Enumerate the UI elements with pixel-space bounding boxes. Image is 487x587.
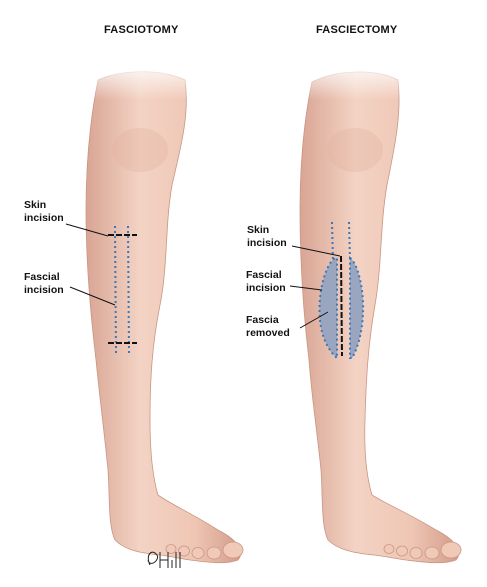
left-fascial-incision-label: Fascial incision: [24, 271, 64, 297]
left-leg: [65, 60, 244, 564]
artist-signature: [147, 551, 181, 568]
right-fascia-removed-line2: removed: [246, 327, 290, 339]
right-fascia-removed-line1: Fascia: [246, 314, 279, 326]
left-skin-incision-label: Skin incision: [24, 199, 64, 225]
right-skin-incision-label: Skin incision: [247, 224, 287, 250]
right-skin-incision-line2: incision: [247, 237, 287, 249]
left-fascial-incision-line2: incision: [24, 284, 64, 296]
right-fascial-incision-line1: Fascial: [246, 269, 282, 281]
left-skin-incision-line2: incision: [24, 212, 64, 224]
fasciotomy-title: FASCIOTOMY: [104, 24, 179, 36]
right-leg: [289, 60, 462, 564]
right-fascia-removed-label: Fascia removed: [246, 314, 290, 340]
right-skin-incision-line1: Skin: [247, 224, 270, 236]
left-fascial-incision-line1: Fascial: [24, 271, 60, 283]
right-fascial-incision-line2: incision: [246, 282, 286, 294]
left-skin-incision-line1: Skin: [24, 199, 47, 211]
right-fascial-incision-label: Fascial incision: [246, 269, 286, 295]
fasciectomy-title: FASCIECTOMY: [316, 24, 398, 36]
